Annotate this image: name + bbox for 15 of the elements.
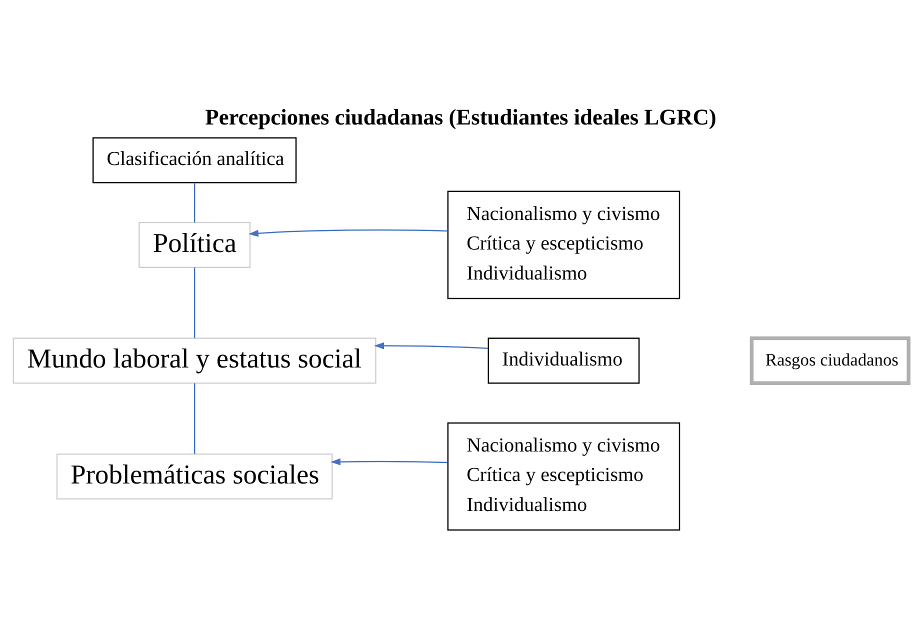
arrow <box>330 458 448 466</box>
node-box: Individualismo <box>488 338 640 384</box>
connector <box>194 383 196 454</box>
arrow <box>248 229 448 237</box>
arrow <box>374 342 488 350</box>
node-box: Clasificación analítica <box>92 137 297 184</box>
connector <box>194 183 196 222</box>
node-box: Problemáticas sociales <box>56 453 333 500</box>
connector <box>194 267 196 338</box>
node-box: Mundo laboral y estatus social <box>12 338 376 384</box>
node-box: Rasgos ciudadanos <box>750 336 910 385</box>
diagram-title: Percepciones ciudadanas (Estudiantes ideales LGRC) <box>205 104 716 130</box>
node-box: Nacionalismo y civismo Crítica y escepticismo Individualismo <box>447 422 680 531</box>
node-box: Nacionalismo y civismo Crítica y escepticismo Individualismo <box>447 190 680 300</box>
node-box: Política <box>138 222 251 268</box>
